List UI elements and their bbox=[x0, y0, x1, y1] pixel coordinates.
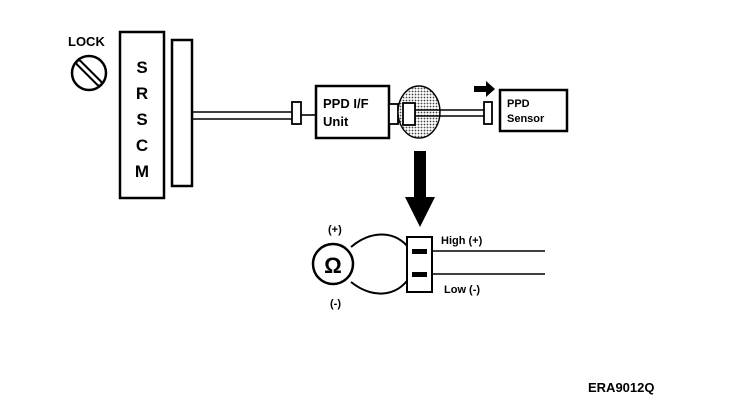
wire-pair bbox=[432, 250, 545, 275]
connector-face bbox=[406, 236, 433, 293]
srscm-connector bbox=[170, 38, 194, 188]
srscm-letter-r: R bbox=[136, 84, 148, 103]
ohmmeter-icon bbox=[311, 242, 355, 286]
lock-label: LOCK bbox=[68, 34, 105, 49]
ppd-if-unit bbox=[314, 84, 391, 140]
connector-left bbox=[291, 101, 302, 125]
ppd-sensor-label-2: Sensor bbox=[507, 113, 545, 125]
srscm-letter-s2: S bbox=[136, 110, 147, 129]
ohm-symbol: Ω bbox=[324, 253, 342, 278]
ppd-if-unit-label-1: PPD I/F bbox=[323, 96, 369, 111]
key-switch-icon bbox=[70, 54, 108, 92]
wire-high-label: High (+) bbox=[441, 235, 483, 247]
down-arrow-icon bbox=[405, 151, 435, 227]
srscm-letter-s: S bbox=[136, 58, 147, 77]
ppd-sensor-label-1: PPD bbox=[507, 98, 530, 110]
srscm-letter-c: C bbox=[136, 136, 148, 155]
harness-srscm-to-ppd bbox=[192, 111, 292, 120]
sensor-connector bbox=[483, 101, 493, 125]
terminal-low bbox=[412, 272, 427, 277]
meter-minus-label: (-) bbox=[330, 298, 341, 310]
terminal-high bbox=[412, 249, 427, 254]
ppd-if-unit-label-2: Unit bbox=[323, 114, 349, 129]
meter-plus-label: (+) bbox=[328, 224, 342, 236]
harness-to-sensor bbox=[415, 109, 484, 117]
figure-code: ERA9012Q bbox=[588, 380, 654, 395]
ohmmeter-leads bbox=[350, 233, 412, 295]
direction-arrow-icon bbox=[474, 81, 495, 97]
connector-right-unit bbox=[388, 103, 399, 125]
srscm-module bbox=[118, 30, 166, 200]
srscm-letter-m: M bbox=[135, 162, 149, 181]
ppd-sensor bbox=[498, 88, 569, 133]
sensor-connector-plug bbox=[402, 102, 416, 126]
wire-low-label: Low (-) bbox=[444, 284, 480, 296]
